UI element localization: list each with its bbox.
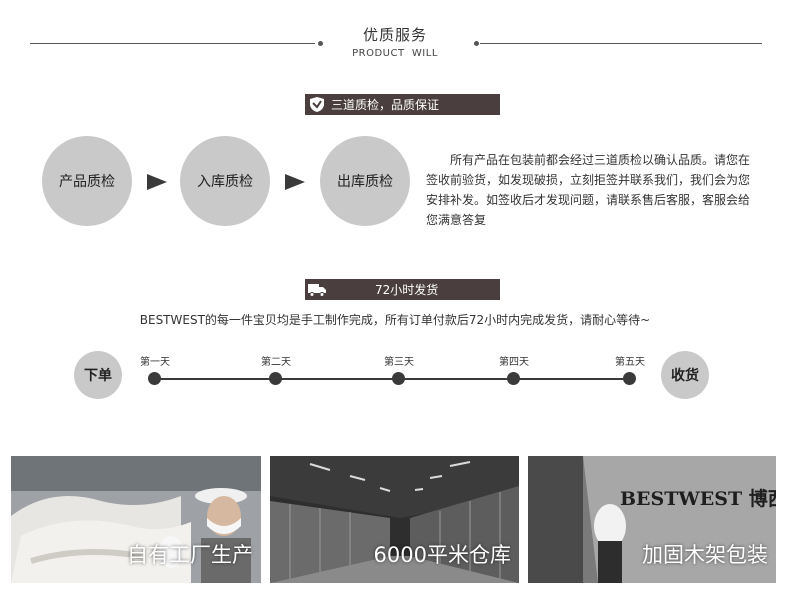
qc-step-inbound: 入库质检 bbox=[180, 136, 270, 226]
packaging-caption: 加固木架包装 bbox=[642, 543, 768, 567]
header-line-right bbox=[480, 43, 762, 44]
page-title: 优质服务 bbox=[362, 26, 427, 44]
page-subtitle: PRODUCT WILL bbox=[352, 48, 438, 59]
receive-circle: 收货 bbox=[661, 351, 709, 399]
shield-icon bbox=[305, 94, 329, 115]
warehouse-caption: 6000平米仓库 bbox=[373, 543, 511, 567]
timeline-dot-day5 bbox=[623, 372, 636, 385]
timeline-dot-day1 bbox=[148, 372, 161, 385]
qc-description: 所有产品在包装前都会经过三道质检以确认品质。请您在签收前验货，如发现破损，立刻拒… bbox=[426, 153, 751, 227]
order-circle: 下单 bbox=[74, 351, 122, 399]
shipping-banner: 72小时发货 bbox=[305, 279, 500, 300]
timeline-label-day1: 第一天 bbox=[140, 357, 170, 368]
shipping-banner-label: 72小时发货 bbox=[375, 283, 439, 297]
shipping-description: BESTWEST的每一件宝贝均是手工制作完成，所有订单付款后72小时内完成发货，… bbox=[139, 313, 651, 327]
arrow-right-icon bbox=[285, 174, 305, 190]
factory-caption: 自有工厂生产 bbox=[127, 543, 253, 567]
header-dot-right bbox=[474, 41, 479, 46]
arrow-right-icon bbox=[147, 174, 167, 190]
warehouse-photo: 6000平米仓库 bbox=[270, 456, 519, 583]
truck-icon bbox=[305, 279, 329, 300]
timeline-label-day2: 第二天 bbox=[261, 357, 291, 368]
qc-banner-label: 三道质检，品质保证 bbox=[331, 98, 440, 112]
timeline-dot-day3 bbox=[392, 372, 405, 385]
timeline-label-day4: 第四天 bbox=[499, 357, 529, 368]
qc-banner: 三道质检，品质保证 bbox=[305, 94, 500, 115]
header-dot-left bbox=[318, 41, 323, 46]
timeline-label-day3: 第三天 bbox=[384, 357, 414, 368]
timeline-dot-day4 bbox=[507, 372, 520, 385]
header-line-left bbox=[30, 43, 315, 44]
qc-step-product: 产品质检 bbox=[42, 136, 132, 226]
qc-step-outbound: 出库质检 bbox=[320, 136, 410, 226]
packaging-sign-text: BESTWEST 博西家居 bbox=[620, 488, 776, 510]
timeline-dot-day2 bbox=[269, 372, 282, 385]
timeline-label-day5: 第五天 bbox=[615, 357, 645, 368]
factory-photo: 自有工厂生产 bbox=[11, 456, 261, 583]
packaging-photo: BESTWEST 博西家居 加固木架包装 bbox=[528, 456, 776, 583]
